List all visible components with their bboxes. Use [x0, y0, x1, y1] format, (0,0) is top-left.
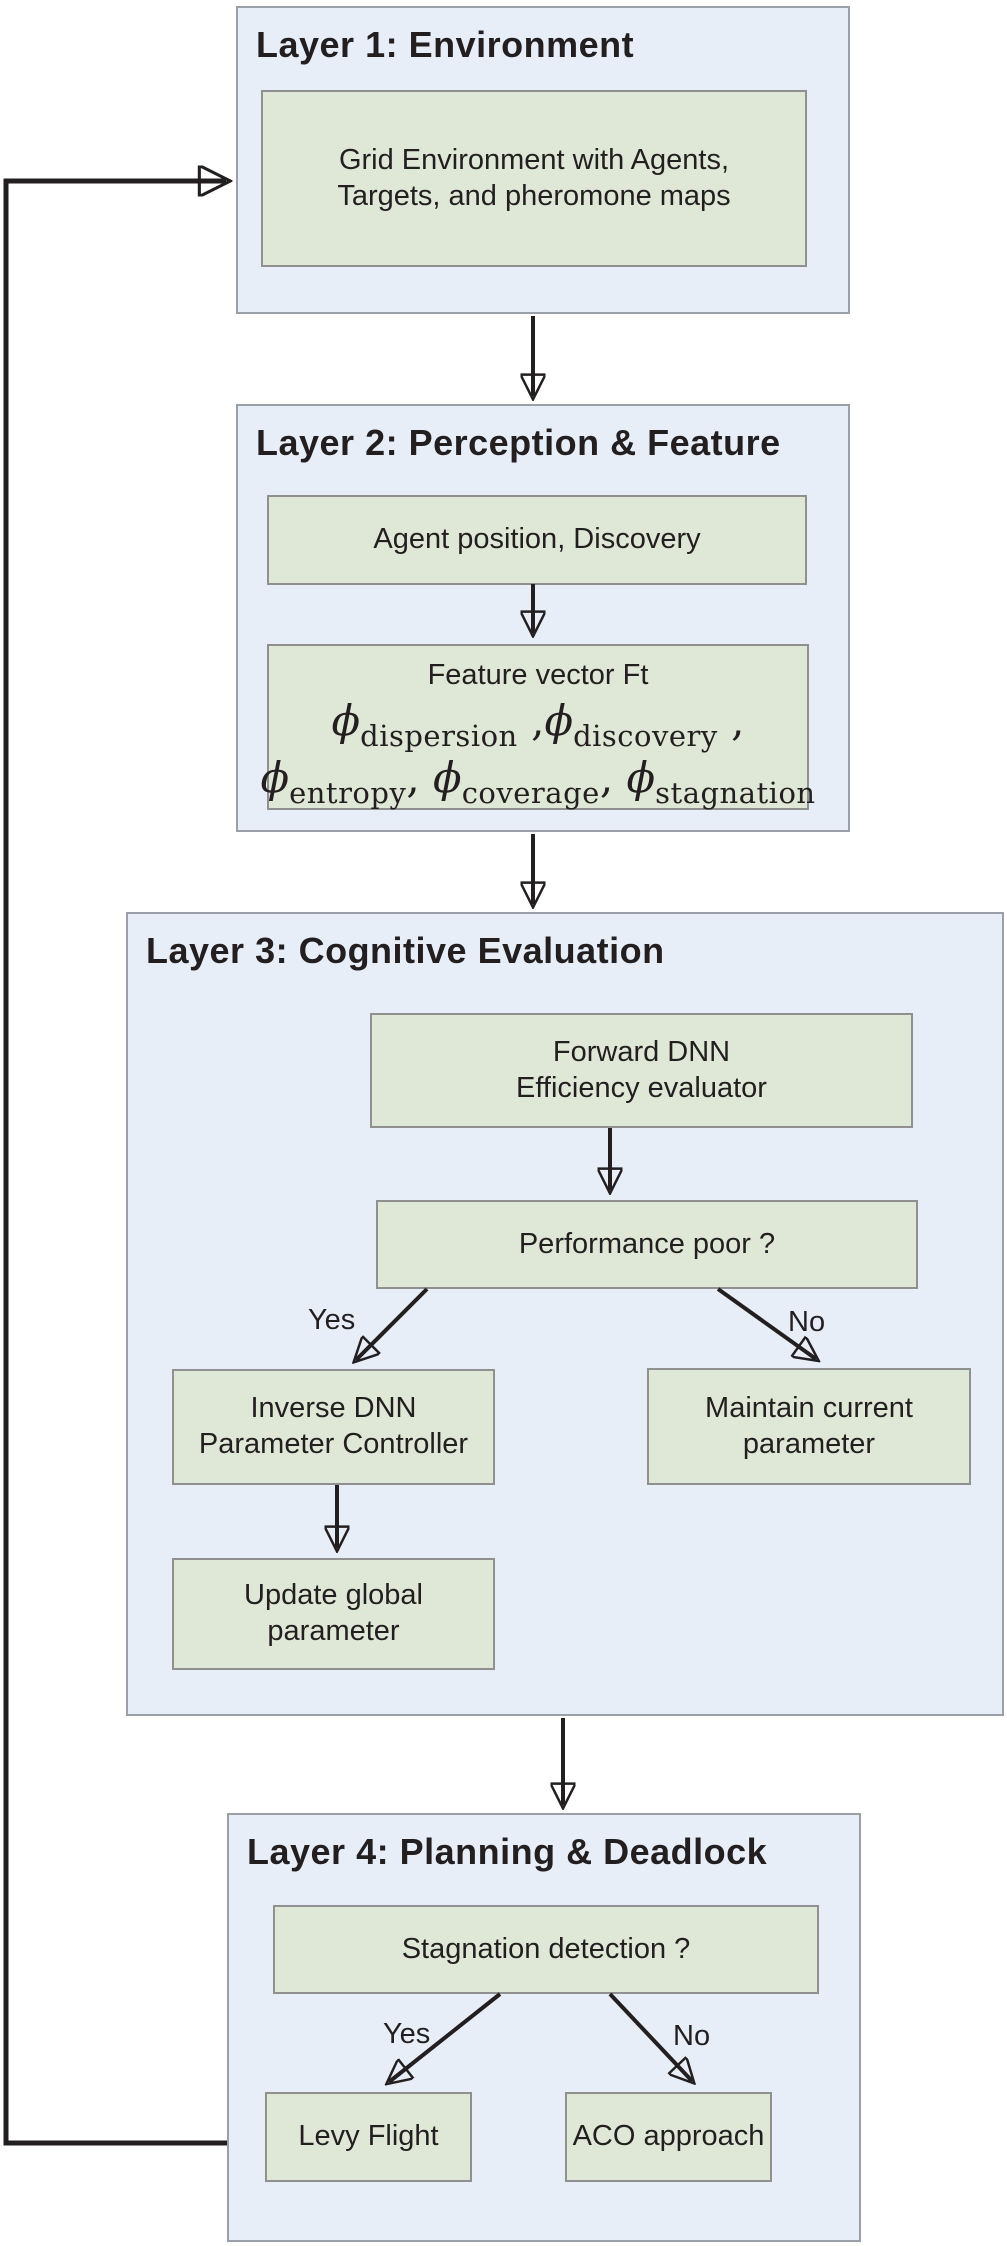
layer2-title: Layer 2: Perception & Feature [256, 422, 781, 463]
layer3-container: Layer 3: Cognitive Evaluation Forward DN… [126, 912, 1004, 1716]
forward-dnn-node: Forward DNN Efficiency evaluator [370, 1013, 913, 1128]
maintain-parameter-line2: parameter [742, 1427, 876, 1460]
layer1-title: Layer 1: Environment [256, 24, 635, 65]
layer3-yes-label: Yes [308, 1304, 356, 1336]
phi-stagnation: ϕstagnation [626, 752, 816, 810]
layer2-container: Layer 2: Perception & Feature Agent posi… [236, 404, 850, 832]
phi-row-1: ϕdispersion ,ϕdiscovery , [331, 699, 744, 751]
layer4-no-label: No [673, 2020, 711, 2052]
phi-coverage: ϕcoverage, [433, 752, 627, 810]
stagnation-detection-text: Stagnation detection ? [401, 1932, 691, 1965]
agent-position-node: Agent position, Discovery [267, 495, 807, 585]
phi-discovery: ϕdiscovery , [544, 695, 745, 753]
layer4-container: Layer 4: Planning & Deadlock Stagnation … [227, 1813, 861, 2242]
feature-vector-node: Feature vector Ft ϕdispersion ,ϕdiscover… [260, 644, 815, 810]
layer4-title: Layer 4: Planning & Deadlock [247, 1831, 768, 1872]
grid-environment-line1: Grid Environment with Agents, [338, 143, 730, 176]
phi-entropy: ϕentropy, [260, 752, 434, 810]
phi-row-2: ϕentropy, ϕcoverage, ϕstagnation [260, 756, 815, 808]
layer4-yes-label: Yes [383, 2018, 431, 2050]
inverse-dnn-node: Inverse DNN Parameter Controller [172, 1369, 495, 1485]
update-global-parameter-node: Update global parameter [172, 1558, 495, 1670]
grid-environment-line2: Targets, and pheromone maps [337, 179, 731, 212]
levy-flight-node: Levy Flight [265, 2092, 472, 2182]
stagnation-detection-decision-node: Stagnation detection ? [273, 1905, 819, 1994]
phi-dispersion: ϕdispersion , [331, 695, 545, 753]
update-global-parameter-text: Update global parameter [244, 1579, 423, 1647]
feature-vector-heading: Feature vector Ft [427, 659, 649, 691]
aco-approach-node: ACO approach [565, 2092, 772, 2182]
maintain-parameter-line1: Maintain current [705, 1391, 913, 1424]
layer3-title: Layer 3: Cognitive Evaluation [146, 930, 665, 971]
forward-dnn-line2: Efficiency evaluator [516, 1071, 767, 1104]
grid-environment-node: Grid Environment with Agents, Targets, a… [261, 90, 807, 267]
layer3-no-label: No [788, 1306, 826, 1338]
maintain-parameter-node: Maintain current parameter [647, 1368, 971, 1485]
inverse-dnn-line2: Parameter Controller [198, 1428, 469, 1460]
forward-dnn-line1: Forward DNN [552, 1035, 731, 1068]
agent-position-text: Agent position, Discovery [373, 523, 701, 556]
inverse-dnn-line1: Inverse DNN [250, 1392, 417, 1425]
layer1-container: Layer 1: Environment Grid Environment wi… [236, 6, 850, 314]
performance-poor-decision-node: Performance poor ? [376, 1200, 918, 1289]
performance-poor-text: Performance poor ? [518, 1227, 776, 1260]
aco-approach-text: ACO approach [572, 2120, 765, 2153]
levy-flight-text: Levy Flight [298, 2120, 439, 2153]
